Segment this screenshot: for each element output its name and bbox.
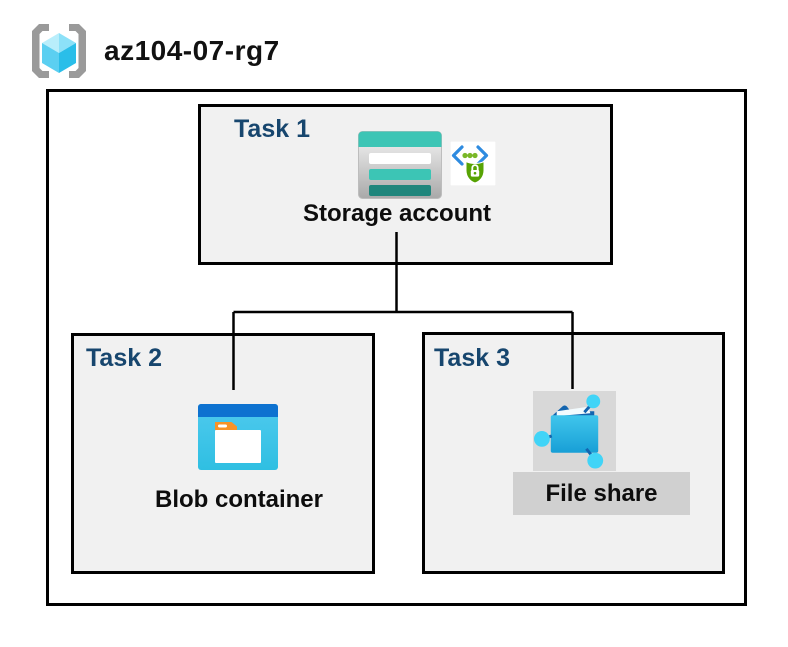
- task1-box: Task 1: [198, 104, 613, 265]
- file-share-icon: [533, 391, 616, 471]
- task2-box: Task 2 Blob container: [71, 333, 375, 574]
- task3-box: Task 3: [422, 332, 725, 574]
- task2-label: Task 2: [86, 344, 162, 372]
- storage-account-label: Storage account: [302, 200, 492, 227]
- file-share-label: File share: [545, 479, 658, 507]
- blob-container-icon: [198, 404, 278, 470]
- resource-group-header: az104-07-rg7: [30, 22, 280, 80]
- file-share-label-bar: File share: [513, 472, 690, 515]
- resource-group-icon: [30, 22, 88, 80]
- storage-account-icon: [358, 131, 442, 199]
- task3-label: Task 3: [434, 344, 510, 372]
- file-share-icon-background: [533, 391, 616, 471]
- resource-group-title: az104-07-rg7: [104, 35, 280, 66]
- secure-access-icon: [449, 140, 497, 187]
- blob-container-label: Blob container: [154, 486, 323, 513]
- task1-label: Task 1: [234, 115, 310, 143]
